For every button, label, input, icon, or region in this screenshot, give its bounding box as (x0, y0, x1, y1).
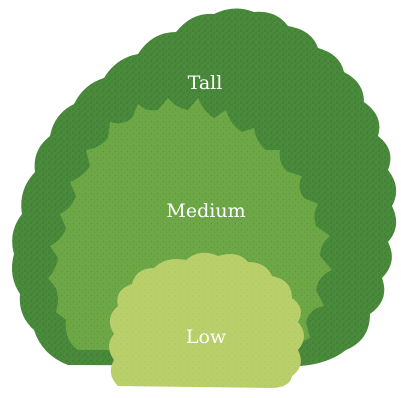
medium-label: Medium (166, 200, 245, 222)
low-label: Low (186, 326, 227, 348)
tall-label: Tall (188, 72, 223, 94)
